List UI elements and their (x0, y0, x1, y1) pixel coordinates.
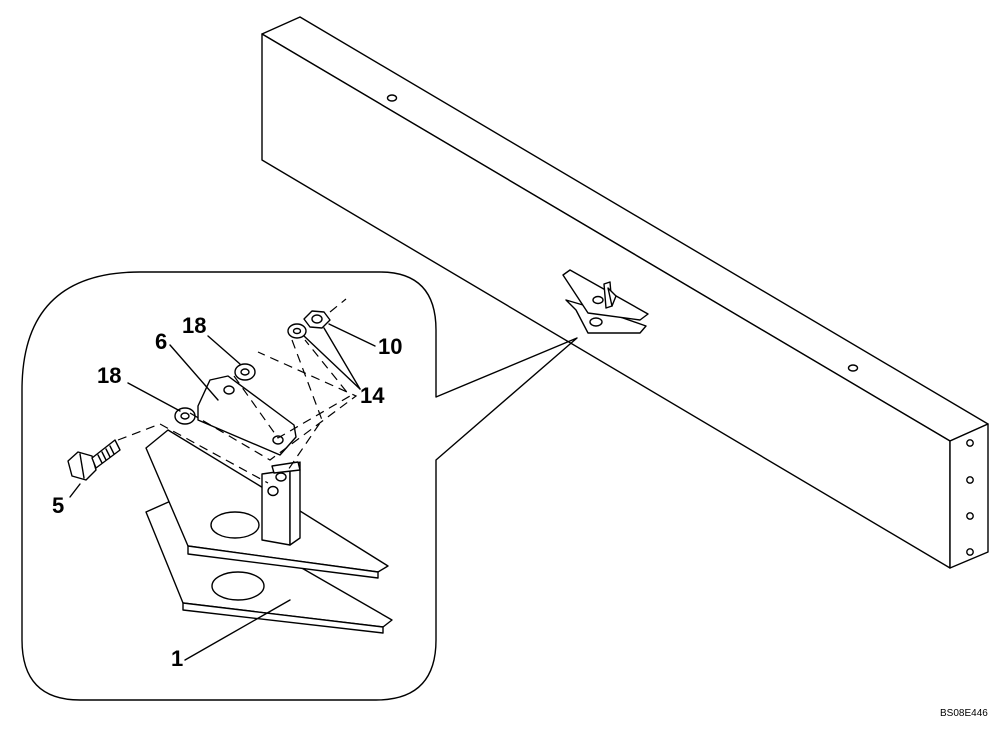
drawing-code: BS08E446 (940, 708, 988, 719)
plate-tab (261, 461, 301, 546)
callout-18-left: 18 (97, 363, 121, 388)
callout-1: 1 (171, 646, 183, 671)
bolt-5 (67, 439, 121, 481)
washer-18-right (234, 363, 256, 381)
callout-5: 5 (52, 493, 64, 518)
callout-18-upper: 18 (182, 313, 206, 338)
callout-6: 6 (155, 329, 167, 354)
link-plate-6 (197, 375, 297, 456)
callout-14: 14 (360, 383, 385, 408)
leader-lines (69, 323, 376, 661)
washer-14 (287, 323, 307, 339)
nut-10 (303, 310, 331, 329)
callout-10: 10 (378, 334, 402, 359)
assembly-lines (117, 298, 358, 484)
beam-bracket-small (562, 269, 649, 334)
detail-bubble (21, 271, 578, 701)
frame-beam (261, 16, 989, 569)
washer-18-left (174, 407, 196, 425)
